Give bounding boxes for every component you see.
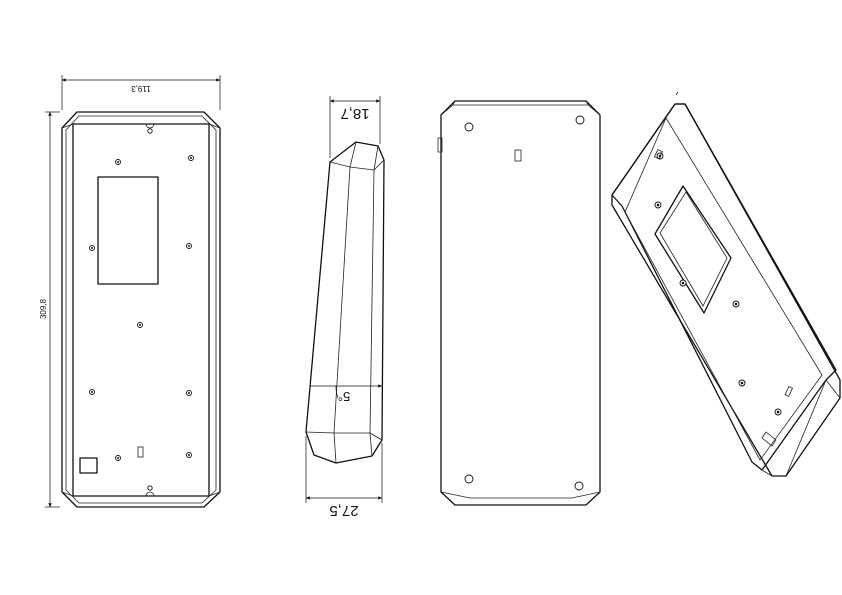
front-frame-inner-edge xyxy=(65,115,217,504)
back-lower-bevel xyxy=(440,491,601,499)
top-depth-label: 18,7 xyxy=(340,105,369,122)
height-dimension: 309,8 xyxy=(39,111,60,508)
top-notch xyxy=(145,123,155,129)
iso-top-rim xyxy=(611,103,837,471)
front-view: 119,3 309,8 xyxy=(39,75,221,508)
angle-label: 5° xyxy=(338,389,350,404)
isometric-view xyxy=(611,91,841,477)
back-outline xyxy=(440,100,601,506)
bottom-depth-dimension: 27,5 xyxy=(305,436,383,519)
side-view: 18,7 5° 27,5 xyxy=(305,96,385,519)
iso-inner-floor xyxy=(624,117,823,461)
cable-entry-block xyxy=(79,457,98,474)
front-inner-recess xyxy=(72,123,210,497)
display-window xyxy=(97,176,159,285)
iso-outer-body xyxy=(611,103,841,477)
width-dimension: 119,3 xyxy=(61,75,221,110)
side-outline xyxy=(305,141,385,464)
front-outer-frame xyxy=(61,111,221,508)
top-depth-dimension: 18,7 xyxy=(329,96,381,158)
back-view xyxy=(437,100,601,506)
bottom-depth-label: 27,5 xyxy=(329,502,358,519)
side-clip xyxy=(437,137,443,153)
iso-bottom-slot xyxy=(784,385,794,397)
back-upper-bevel xyxy=(440,104,601,116)
front-slot xyxy=(137,446,144,458)
back-slot xyxy=(514,149,522,162)
iso-top-slot xyxy=(653,148,663,160)
angle-dimension: 5° xyxy=(310,384,383,404)
screw-holes xyxy=(89,155,194,461)
iso-cable-block xyxy=(761,431,777,447)
back-mounting-holes xyxy=(464,115,585,491)
width-dim-label: 119,3 xyxy=(131,84,151,93)
iso-display-window xyxy=(654,185,732,314)
height-dim-label: 309,8 xyxy=(39,298,48,319)
bottom-notch xyxy=(145,491,155,497)
